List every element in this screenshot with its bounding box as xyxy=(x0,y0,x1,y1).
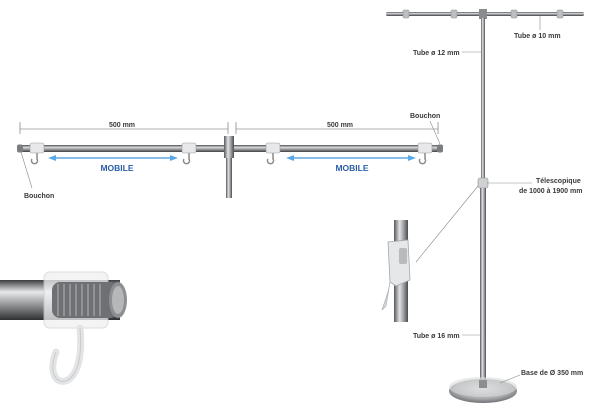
tube-bottom-label: Tube ø 16 mm xyxy=(413,333,460,340)
telescopic-label-line1: Télescopique xyxy=(536,178,581,185)
center-joint xyxy=(224,136,234,158)
end-cap-left xyxy=(17,144,23,153)
end-cap-closeup xyxy=(0,271,127,385)
bouchon-leader-right xyxy=(429,120,441,145)
bouchon-label-right: Bouchon xyxy=(410,113,440,120)
tube-top-label: Tube ø 10 mm xyxy=(514,33,561,40)
horizontal-bar-diagram: 500 mm 500 mm xyxy=(17,113,443,200)
top-hooks xyxy=(402,9,564,19)
hook-1 xyxy=(29,142,45,165)
mobile-label-right: MOBILE xyxy=(335,163,368,173)
end-cap-right xyxy=(437,144,443,153)
leader-lines xyxy=(415,16,541,384)
hook-3 xyxy=(265,142,281,165)
upper-tube xyxy=(481,18,485,180)
base-label: Base de Ø 350 mm xyxy=(521,370,583,377)
telescopic-clamp xyxy=(477,177,489,189)
mobile-arrow-left xyxy=(48,155,178,161)
tube-mid-label: Tube ø 12 mm xyxy=(413,50,460,57)
dimension-lines xyxy=(19,122,439,134)
bouchon-leader-left xyxy=(20,151,33,189)
dimension-label-left: 500 mm xyxy=(109,122,135,129)
center-post xyxy=(226,158,232,198)
clamp-closeup xyxy=(381,220,411,322)
hook-4 xyxy=(417,142,433,165)
lower-tube xyxy=(480,188,486,383)
telescopic-label-line2: de 1000 à 1900 mm xyxy=(519,188,582,195)
telescopic-stand: Tube ø 10 mm Tube ø 12 mm Télescopique d… xyxy=(381,9,584,403)
mobile-arrow-right xyxy=(286,155,416,161)
top-joint xyxy=(479,9,487,19)
mobile-label-left: MOBILE xyxy=(100,163,133,173)
bouchon-label-left: Bouchon xyxy=(24,193,54,200)
hook-2 xyxy=(181,142,197,165)
dimension-label-right: 500 mm xyxy=(327,122,353,129)
